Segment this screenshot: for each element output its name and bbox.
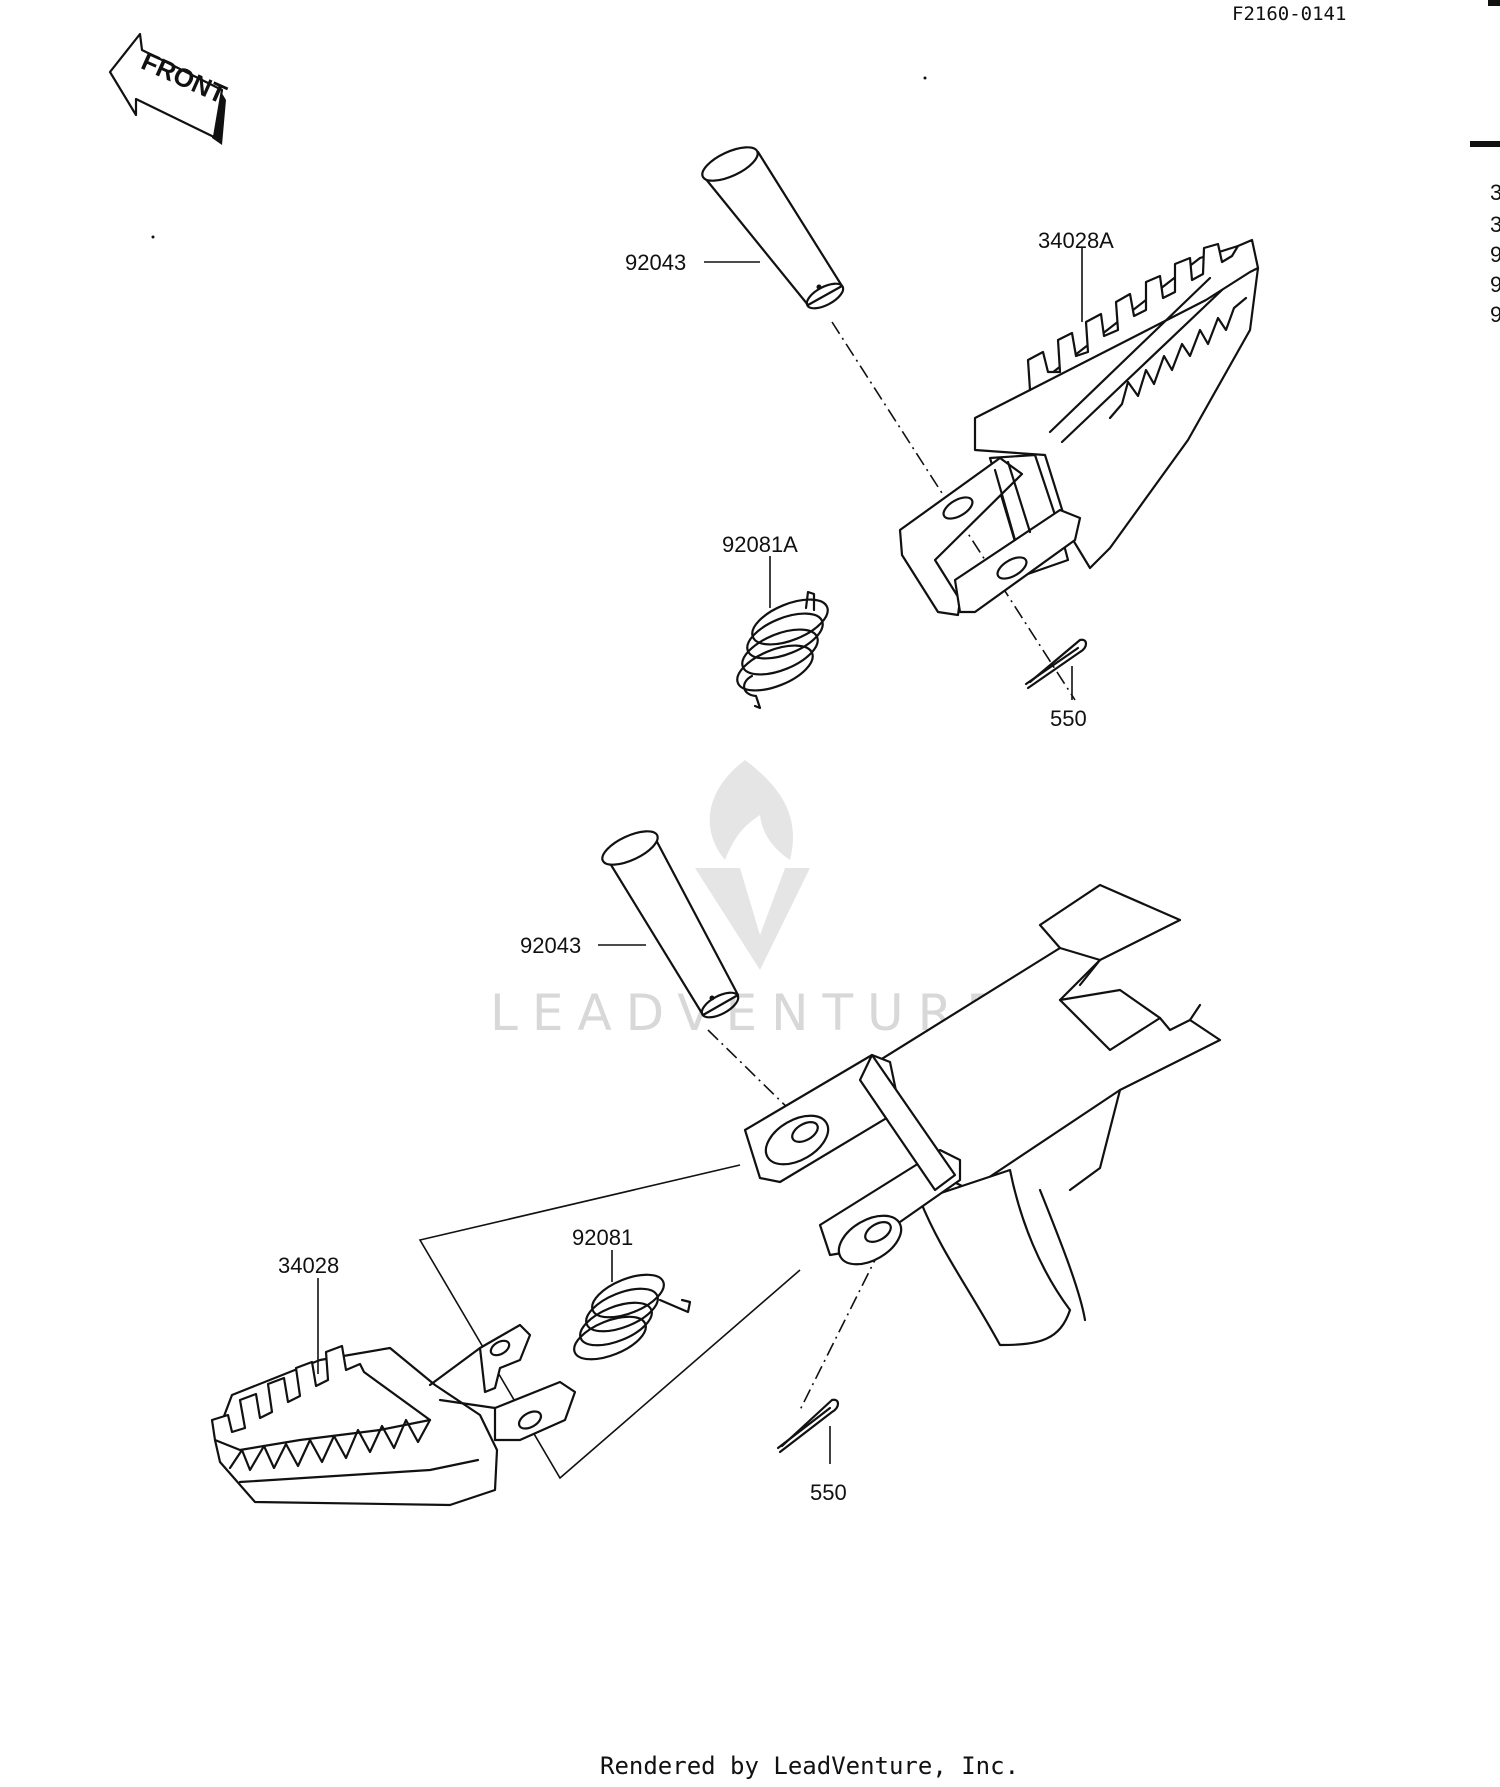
spring-92081 <box>573 1273 692 1361</box>
diagram-code: F2160-0141 <box>1232 3 1346 25</box>
footer-credit: Rendered by LeadVenture, Inc. <box>600 1752 1019 1780</box>
pin-92043 <box>601 830 740 1019</box>
edge-number: 9 <box>1490 242 1500 267</box>
pin-92043 <box>701 146 845 310</box>
speck <box>151 235 155 239</box>
label-cotter: 550 <box>1050 706 1087 731</box>
label-spring: 92081A <box>722 532 798 557</box>
edge-number: 3 <box>1490 180 1500 205</box>
footpeg-34028a <box>898 238 1260 617</box>
label-pin: 92043 <box>625 250 686 275</box>
edge-number: 9 <box>1490 302 1500 327</box>
label-footpeg: 34028A <box>1038 228 1114 253</box>
cotter-pin-550 <box>1024 638 1088 690</box>
leadventure-watermark: LEADVENTURE <box>490 760 1012 1042</box>
cotter-pin-550 <box>776 1398 840 1454</box>
footpeg-34028 <box>210 1323 577 1507</box>
lower-assembly: 92043 92081 34028 <box>210 830 1222 1507</box>
label-pin: 92043 <box>520 933 581 958</box>
watermark-text: LEADVENTURE <box>490 984 1012 1042</box>
assembly-axis-line <box>799 1249 881 1411</box>
assembly-axis-line <box>831 321 1076 701</box>
speck <box>923 76 927 80</box>
upper-assembly: 92043 34028A <box>625 146 1260 731</box>
label-spring: 92081 <box>572 1225 633 1250</box>
label-cotter: 550 <box>810 1480 847 1505</box>
label-footpeg: 34028 <box>278 1253 339 1278</box>
frame-bracket <box>743 883 1222 1347</box>
front-arrow-icon: FRONT <box>108 32 231 145</box>
edge-marks: 3 3 9 9 9 <box>1470 0 1500 327</box>
edge-number: 3 <box>1490 212 1500 237</box>
assembly-axis-line <box>707 1029 799 1119</box>
edge-number: 9 <box>1490 272 1500 297</box>
spring-92081a <box>736 590 829 710</box>
